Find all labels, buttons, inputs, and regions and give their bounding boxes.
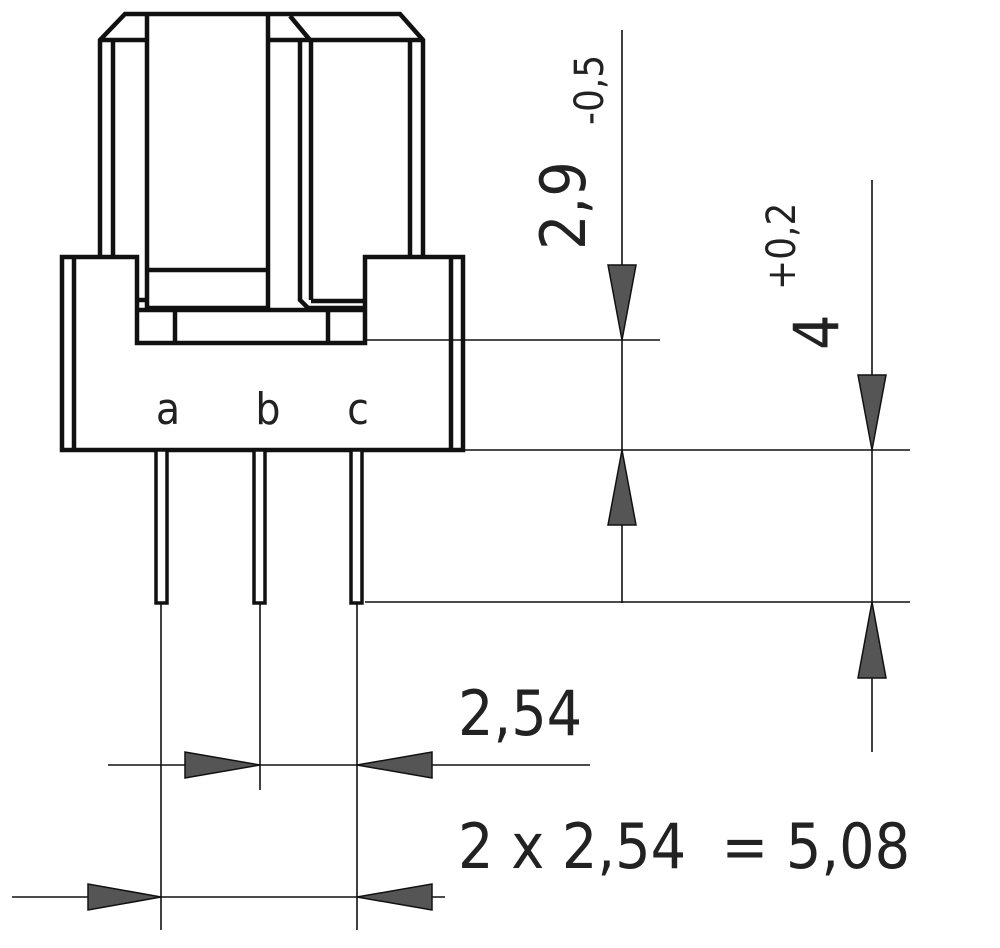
dim-height-tolerance: -0,5: [567, 55, 613, 125]
pin-label-b: b: [255, 384, 280, 435]
pin-c: [349, 448, 364, 605]
arrow-left-icon: [356, 751, 433, 779]
pin-a: [154, 448, 169, 605]
arrow-down-icon: [607, 264, 637, 341]
pins: [154, 448, 364, 605]
dim-total-pitch: 2 x 2,54 = 5,08: [458, 810, 910, 883]
dim-height-value: 2,9: [527, 161, 600, 250]
arrow-right-icon: [184, 751, 261, 779]
arrow-right-icon: [87, 883, 162, 911]
arrow-down-icon: [857, 374, 887, 451]
arrow-up-icon: [857, 601, 887, 679]
arrow-up-icon: [607, 449, 637, 526]
dim-pin-length-tolerance: +0,2: [759, 203, 805, 290]
pin-label-c: c: [347, 384, 369, 435]
dimension-arrows: [87, 264, 887, 911]
base-housing: [59, 254, 466, 453]
upper-housing: [97, 11, 426, 311]
pin-label-a: a: [156, 384, 180, 435]
dim-pitch: 2,54: [458, 677, 582, 750]
arrow-left-icon: [356, 883, 433, 911]
dim-pin-length-value: 4: [780, 315, 853, 350]
pin-b: [252, 448, 267, 605]
